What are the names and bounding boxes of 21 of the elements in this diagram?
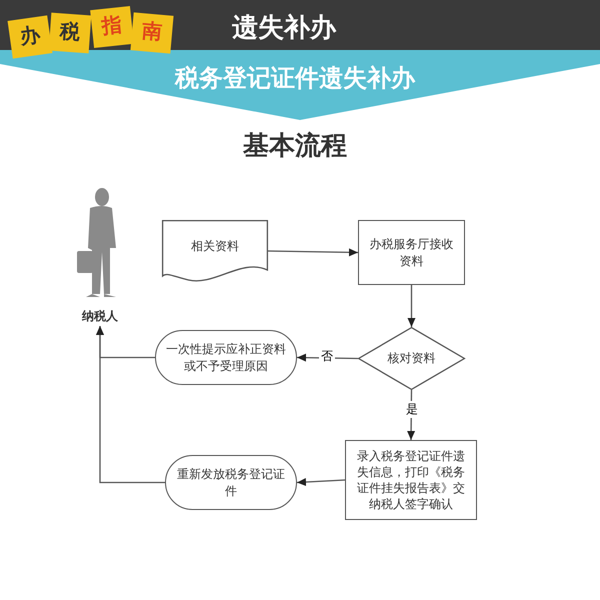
process-box: 录入税务登记证件遗失信息，打印《税务证件挂失报告表》交纳税人签字确认 — [345, 440, 477, 520]
arrow — [296, 354, 358, 362]
arrow — [296, 478, 346, 486]
banner-heading: 遗失补办 — [232, 12, 336, 45]
process-box: 办税服务厅接收资料 — [358, 220, 465, 285]
arrow — [407, 390, 416, 440]
badge-text: 办 — [18, 20, 42, 50]
arrow — [268, 248, 358, 256]
badge-text: 南 — [140, 17, 164, 46]
document-shape: 相关资料 — [162, 220, 268, 282]
edge-label: 是 — [404, 401, 420, 418]
decision-diamond: 核对资料 — [358, 327, 465, 390]
badge-text: 指 — [100, 11, 124, 40]
badge-text: 税 — [59, 17, 81, 46]
arrow — [408, 285, 416, 327]
section-heading: 基本流程 — [243, 130, 347, 163]
terminal-box: 重新发放税务登记证件 — [165, 455, 297, 510]
terminal-box: 一次性提示应补正资料或不予受理原因 — [155, 330, 297, 385]
person-node: 纳税人 — [62, 186, 138, 324]
arrow — [96, 326, 165, 484]
banner-title: 税务登记证件遗失补办 — [175, 63, 415, 94]
